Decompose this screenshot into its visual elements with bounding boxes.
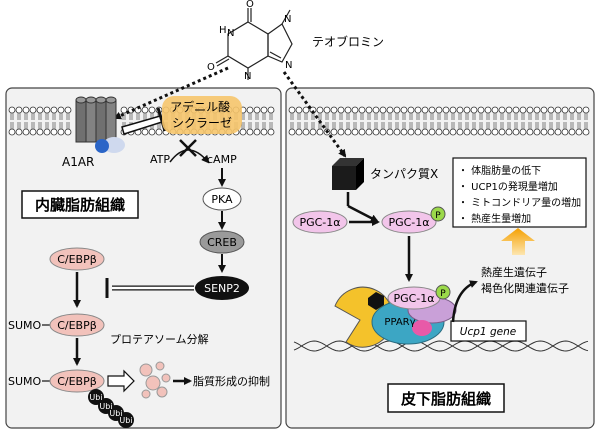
a1ar-receptor (75, 96, 125, 153)
right-panel (285, 87, 595, 429)
atom-n-ring-bot: N (244, 71, 251, 82)
ppar-label: PPARγ (384, 317, 415, 328)
cell-membrane-right (288, 106, 590, 136)
cross-mark (179, 139, 197, 157)
proteasome-label: プロテアソーム分解 (110, 332, 209, 346)
effect-3: ・ ミトコンドリア量の増加 (458, 196, 581, 209)
camp-label: cAMP (207, 153, 237, 166)
a1ar-label: A1AR (62, 155, 94, 169)
ubiquitin-chain (88, 389, 134, 428)
pgc-label-left: PGC-1α (299, 216, 340, 229)
pka-node (202, 187, 242, 211)
lipogenesis-label: 脂質形成の抑制 (193, 374, 270, 388)
adenylate-cyclase-label: アデニル酸 シクラーゼ (170, 99, 234, 130)
phospho-badge-top (430, 206, 446, 222)
left-panel (5, 87, 282, 429)
effects-box (452, 157, 587, 228)
atom-n-top: N (227, 28, 234, 39)
dotted-arrow-to-protein-x (282, 71, 347, 158)
cebp-label-bottom: C/EBPβ (57, 375, 97, 388)
ucp1-gene-label: Ucp1 gene (460, 326, 516, 338)
senp2-node (195, 276, 249, 300)
sumo-label-bottom: SUMO (8, 375, 42, 388)
pgc-node-right (381, 210, 437, 234)
effect-4: ・ 熱産生量増加 (458, 212, 531, 225)
ucp1-gene-box (450, 320, 527, 342)
protein-x-label: タンパク質X (370, 166, 438, 181)
genes-line-2: 褐色化関連遺伝子 (481, 281, 569, 295)
sumo-label-mid: SUMO (8, 319, 42, 332)
subcutaneous-fat-label: 皮下脂肪組織 (401, 390, 491, 408)
pgc-label-right: PGC-1α (388, 216, 429, 229)
adenylate-cyclase (162, 96, 242, 134)
cebp-node-bottom (49, 369, 105, 393)
protein-fragments (139, 361, 171, 399)
pgc-label-complex: PGC-1α (393, 292, 434, 305)
ubi-label-4: Ubi (119, 416, 132, 425)
dotted-arrow-to-a1ar (113, 66, 229, 120)
ubi-label-2: Ubi (99, 402, 112, 411)
phospho-badge-complex (435, 284, 451, 300)
creb-node (199, 230, 245, 254)
subcutaneous-fat-box (387, 383, 505, 413)
degradation-arrow (107, 369, 135, 393)
atom-n-imid-top: N (284, 14, 291, 25)
creb-label: CREB (207, 236, 237, 249)
pka-label: PKA (211, 193, 233, 206)
cebp-node-mid (49, 313, 105, 337)
senp2-label: SENP2 (204, 282, 240, 295)
effect-2: ・ UCP1の発現量増加 (458, 180, 558, 193)
cebp-node-top (49, 247, 105, 271)
phospho-label-top: P (435, 211, 441, 221)
atp-to-camp-arrow (169, 149, 210, 164)
cebp-label-top: C/EBPβ (57, 253, 97, 266)
protein-x-cube (332, 158, 364, 190)
orange-up-arrow (501, 228, 535, 255)
theobromine-structure (215, 8, 293, 80)
atom-o-left: O (207, 62, 215, 73)
phospho-label-complex: P (440, 289, 446, 299)
ubi-label-1: Ubi (89, 393, 102, 402)
atom-o-top: O (246, 0, 254, 10)
gene-activation-arrow (451, 280, 478, 323)
cebp-label-mid: C/EBPβ (57, 319, 97, 332)
transcription-complex (334, 286, 457, 348)
atom-h: H (219, 25, 227, 36)
genes-line-1: 熱産生遺伝子 (481, 265, 547, 279)
dna-strand (293, 340, 589, 352)
effect-1: ・ 体脂肪量の低下 (458, 164, 541, 177)
molecule-name: テオブロミン (312, 34, 384, 49)
visceral-fat-box (21, 190, 139, 219)
visceral-fat-label: 内臓脂肪組織 (35, 196, 125, 214)
ubi-label-3: Ubi (109, 409, 122, 418)
pgc-node-left (292, 210, 348, 234)
atp-label: ATP (150, 153, 170, 166)
atom-n-imid-bot: N (285, 60, 292, 71)
